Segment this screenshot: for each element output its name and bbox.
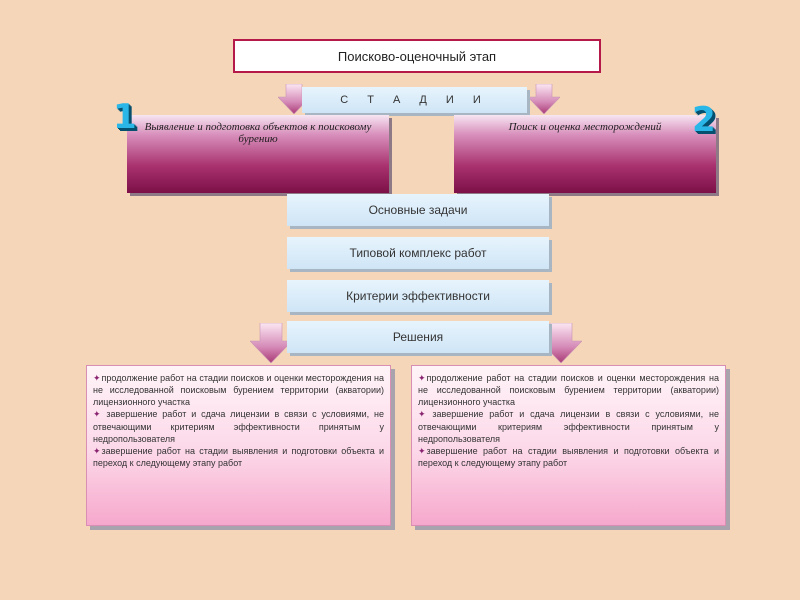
stage-2-label: Поиск и оценка месторождений: [508, 121, 662, 133]
bullet-icon: ✦: [418, 409, 426, 420]
page-title: Поисково-оценочный этап: [233, 39, 601, 73]
list-item: ✦завершение работ на стадии выявления и …: [418, 445, 719, 468]
stages-header: С Т А Д И И: [302, 87, 527, 113]
list-item: ✦продолжение работ на стадии поисков и о…: [93, 373, 384, 408]
stage-1-label: Выявление и подготовка объектов к поиско…: [144, 121, 372, 145]
stage-1-box: Выявление и подготовка объектов к поиско…: [127, 115, 389, 193]
main-tasks-bar: Основные задачи: [287, 194, 549, 226]
down-arrow-icon: [250, 323, 292, 363]
list-item: ✦завершение работ на стадии выявления и …: [93, 445, 384, 468]
bullet-icon: ✦: [93, 373, 101, 383]
down-arrow-icon: [528, 84, 560, 114]
decisions-list-left: ✦продолжение работ на стадии поисков и о…: [86, 365, 391, 526]
list-item: ✦ завершение работ и сдача лицензии в св…: [93, 409, 384, 444]
stage-2-number: 2: [692, 100, 716, 140]
stage-2-box: Поиск и оценка месторождений: [454, 115, 716, 193]
list-item: ✦продолжение работ на стадии поисков и о…: [418, 373, 719, 408]
efficiency-criteria-bar: Критерии эффективности: [287, 280, 549, 312]
bullet-icon: ✦: [418, 445, 426, 456]
bullet-icon: ✦: [93, 409, 101, 420]
stage-1-number: 1: [113, 97, 137, 137]
list-item: ✦ завершение работ и сдача лицензии в св…: [418, 409, 719, 444]
bullet-icon: ✦: [93, 445, 101, 456]
bullet-icon: ✦: [418, 373, 426, 383]
decisions-list-right: ✦продолжение работ на стадии поисков и о…: [411, 365, 726, 526]
work-complex-bar: Типовой комплекс работ: [287, 237, 549, 269]
decisions-bar: Решения: [287, 321, 549, 353]
